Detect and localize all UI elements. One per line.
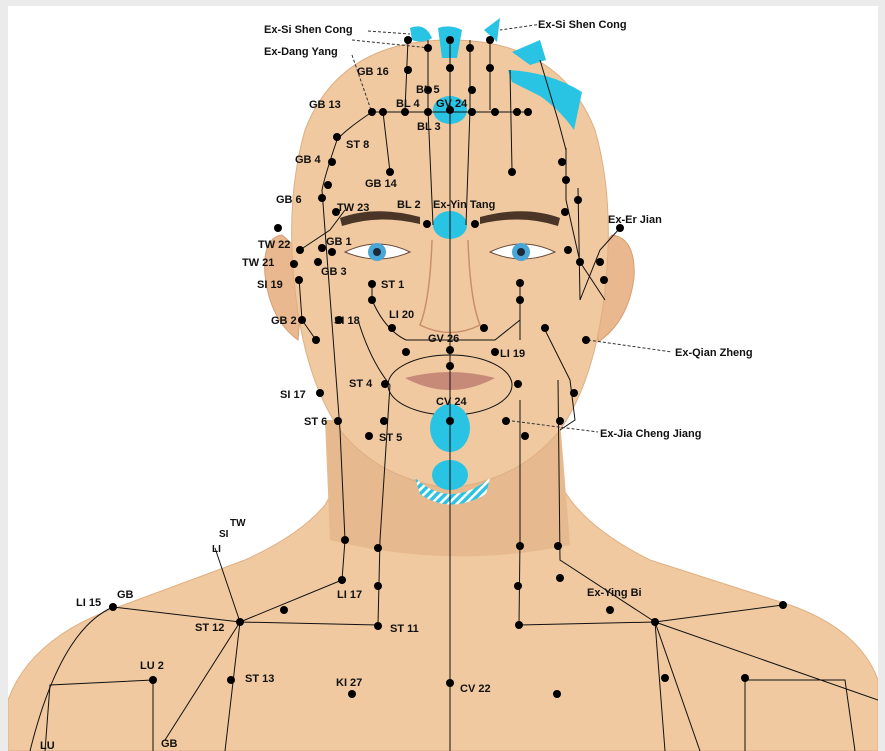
label-ex-jia-cheng-jiang: Ex-Jia Cheng Jiang [600,428,701,440]
label-cv22: CV 22 [460,683,491,695]
label-gb1: GB 1 [326,236,352,248]
label-bl5: BL 5 [416,84,440,96]
label-bl4: BL 4 [396,98,421,110]
label-ex-ying-bi: Ex-Ying Bi [587,587,642,599]
label-st13: ST 13 [245,673,274,685]
label-lu: LU [40,740,55,751]
label-ex-si-shen-cong-left: Ex-Si Shen Cong [264,24,353,36]
label-li17: LI 17 [337,589,362,601]
label-ex-er-jian: Ex-Er Jian [608,214,662,226]
label-gb3: GB 3 [321,266,347,278]
label-tw23: TW 23 [337,202,369,214]
label-st8: ST 8 [346,139,369,151]
label-bl2: BL 2 [397,199,421,211]
label-gb6: GB 6 [276,194,302,206]
label-gb4: GB 4 [295,154,322,166]
label-gv26: GV 26 [428,333,459,345]
label-st11: ST 11 [390,623,419,635]
label-si19: SI 19 [257,279,283,291]
label-gb14: GB 14 [365,178,398,190]
highlight-vertex-left [410,26,432,41]
label-tw22: TW 22 [258,239,290,251]
label-st12: ST 12 [195,622,224,634]
label-si17: SI 17 [280,389,306,401]
label-gb-shoulder: GB [117,589,134,601]
label-si: SI [219,529,229,540]
label-li15: LI 15 [76,597,101,609]
label-li: LI [212,544,221,555]
label-cv24: CV 24 [436,396,467,408]
label-si18: SI 18 [334,315,360,327]
label-tw21: TW 21 [242,257,274,269]
label-gb13: GB 13 [309,99,341,111]
acupuncture-face-diagram: Ex-Si Shen Cong Ex-Si Shen Cong Ex-Dang … [8,6,878,751]
label-gb-bottom: GB [161,738,178,750]
label-st1: ST 1 [381,279,404,291]
label-li19: LI 19 [500,348,525,360]
label-ki27: KI 27 [336,677,362,689]
label-tw: TW [230,518,246,529]
label-gv24: GV 24 [436,98,468,110]
label-gb16: GB 16 [357,66,389,78]
figure-frame: Ex-Si Shen Cong Ex-Si Shen Cong Ex-Dang … [8,6,878,751]
label-gb2: GB 2 [271,315,297,327]
label-ex-si-shen-cong-right: Ex-Si Shen Cong [538,19,627,31]
label-bl3: BL 3 [417,121,441,133]
label-ex-yin-tang: Ex-Yin Tang [433,199,495,211]
label-st5: ST 5 [379,432,402,444]
label-li20: LI 20 [389,309,414,321]
label-ex-dang-yang: Ex-Dang Yang [264,46,338,58]
label-lu2: LU 2 [140,660,164,672]
label-st6: ST 6 [304,416,327,428]
label-ex-qian-zheng: Ex-Qian Zheng [675,347,753,359]
label-st4: ST 4 [349,378,373,390]
